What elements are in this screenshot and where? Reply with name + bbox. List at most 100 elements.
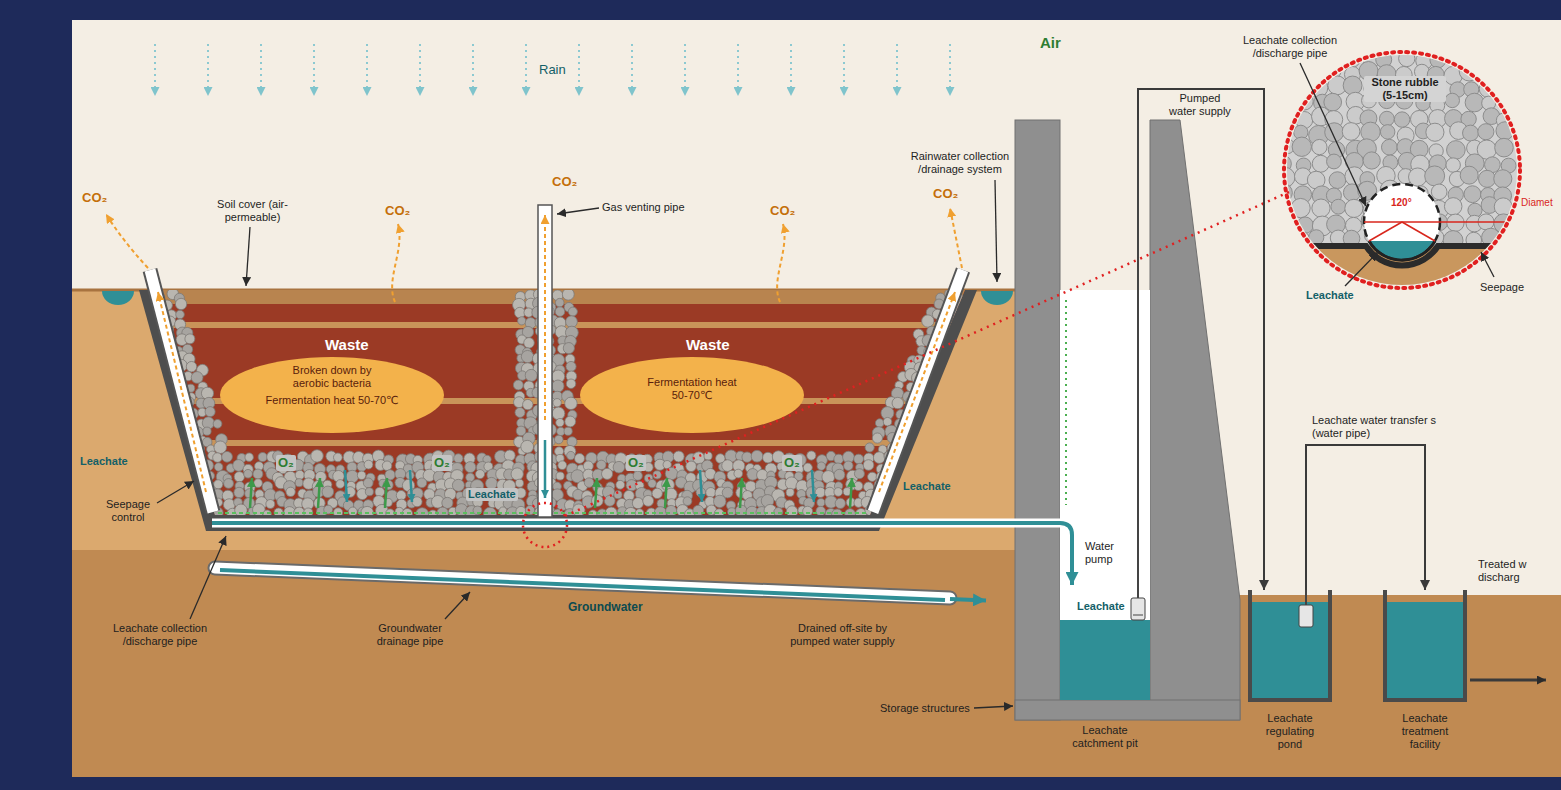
pipe-label: Pumped water supply [1167,92,1233,118]
gravel-stone [336,480,345,489]
gravel-stone [706,488,716,498]
leachate-flow [345,470,347,502]
leader-line [157,481,194,503]
pipe-solid-part [1369,241,1435,260]
gravel-stone [214,480,223,489]
gravel-stone [552,407,565,420]
gravel-stone [213,419,222,428]
gravel-stone [511,468,523,480]
air-inlet [1065,300,1067,505]
part-label: Seepage [1480,281,1524,294]
gravel-stone [383,480,393,490]
gravel-stone [648,479,656,487]
gravel-stone [1494,198,1512,216]
pit-leachate [1060,620,1150,700]
gravel-stone [295,470,304,479]
gravel-stone [1464,47,1482,65]
gravel-stone [565,397,577,409]
gravel-stone [566,361,576,371]
gravel-stone [1447,141,1466,160]
rain-arrow [949,44,951,96]
pond-leachate [1252,602,1328,698]
gravel-stone [728,508,736,516]
process-note: Fermentation heat 50-70℃ [262,394,402,407]
gravel-stone [1460,166,1478,184]
gravel-stone [872,433,882,443]
gravel-stone [1446,158,1460,172]
catchment-pit: Water pumpLeachateLeachate catchment pit [1060,120,1150,700]
gas-vent-pipe [538,205,552,517]
pipe-detail [1273,47,1525,306]
discharge-arrow [1470,679,1546,682]
water-pump [1131,598,1145,620]
gravel-stone [412,497,422,507]
rain-arrow [578,44,580,96]
part-label: Gas venting pipe [602,201,685,214]
gravel-stone [515,407,525,417]
gravel-stone [742,452,752,462]
part-label: Treated w discharg [1478,558,1538,584]
gravel-stone [365,488,373,496]
gravel-stone [513,380,523,390]
panel [72,20,1561,777]
part-label: Stone rubble (5-15cm) [1364,76,1446,102]
gravel-stone [224,479,234,489]
gas-flow [777,224,784,302]
gravel-stone [1444,198,1462,216]
leachate-flow [410,470,412,502]
gravel-stone [258,452,267,461]
detail-leader [565,192,1289,516]
gas-label: O₂ [782,455,802,471]
gravel-stone [1274,95,1289,110]
gravel-stone [176,310,185,319]
air-flow [850,478,852,508]
gravel-stone [222,451,233,462]
gravel-stone [816,506,826,516]
gravel-stone [1495,138,1514,157]
air-flow [385,478,387,508]
groundwater-flow [220,570,945,600]
part-label: Groundwater drainage pipe [360,622,460,648]
waste-layers [140,288,980,520]
rain-arrow [313,44,315,96]
storage-structure [1150,120,1240,720]
gravel-stone [454,454,463,463]
air-flow [318,478,320,508]
detail-circle [1284,52,1520,288]
gravel-stone [515,479,523,487]
gravel-stone [632,498,643,509]
gravel-stone [807,451,816,460]
gravel-stone [266,499,275,508]
node-text: Leachate [1077,600,1125,613]
leader-line [995,180,997,282]
gas-vent-pipe [873,270,963,512]
gravel-stone [832,509,843,520]
gravel-stone [704,452,712,460]
connectors [1138,89,1425,590]
gravel-stone [602,468,613,479]
gravel-stone [185,334,195,344]
gravel-stone [589,510,598,519]
gravel-stone [357,471,366,480]
gravel-stone [253,469,263,479]
gravel-stone [633,471,642,480]
gravel-stone [203,427,211,435]
pond-wall [1250,590,1330,700]
gravel-stone [873,452,885,464]
node-text: Water pump [1085,540,1130,566]
gravel-stone [1431,184,1447,200]
gravel-stone [552,380,564,392]
gravel-stone [1278,113,1292,127]
gravel-stone [734,469,743,478]
storage-structure [1015,700,1240,720]
gas-flow [106,214,148,268]
leachate-collection-pipe [212,523,1072,570]
subsoil [72,550,1561,777]
leader-line [445,592,470,619]
rain-arrow [843,44,845,96]
gravel-stone [817,462,825,470]
groundwater-flow [950,599,986,601]
heat-zone [580,357,804,433]
air-water-flows [250,470,852,508]
